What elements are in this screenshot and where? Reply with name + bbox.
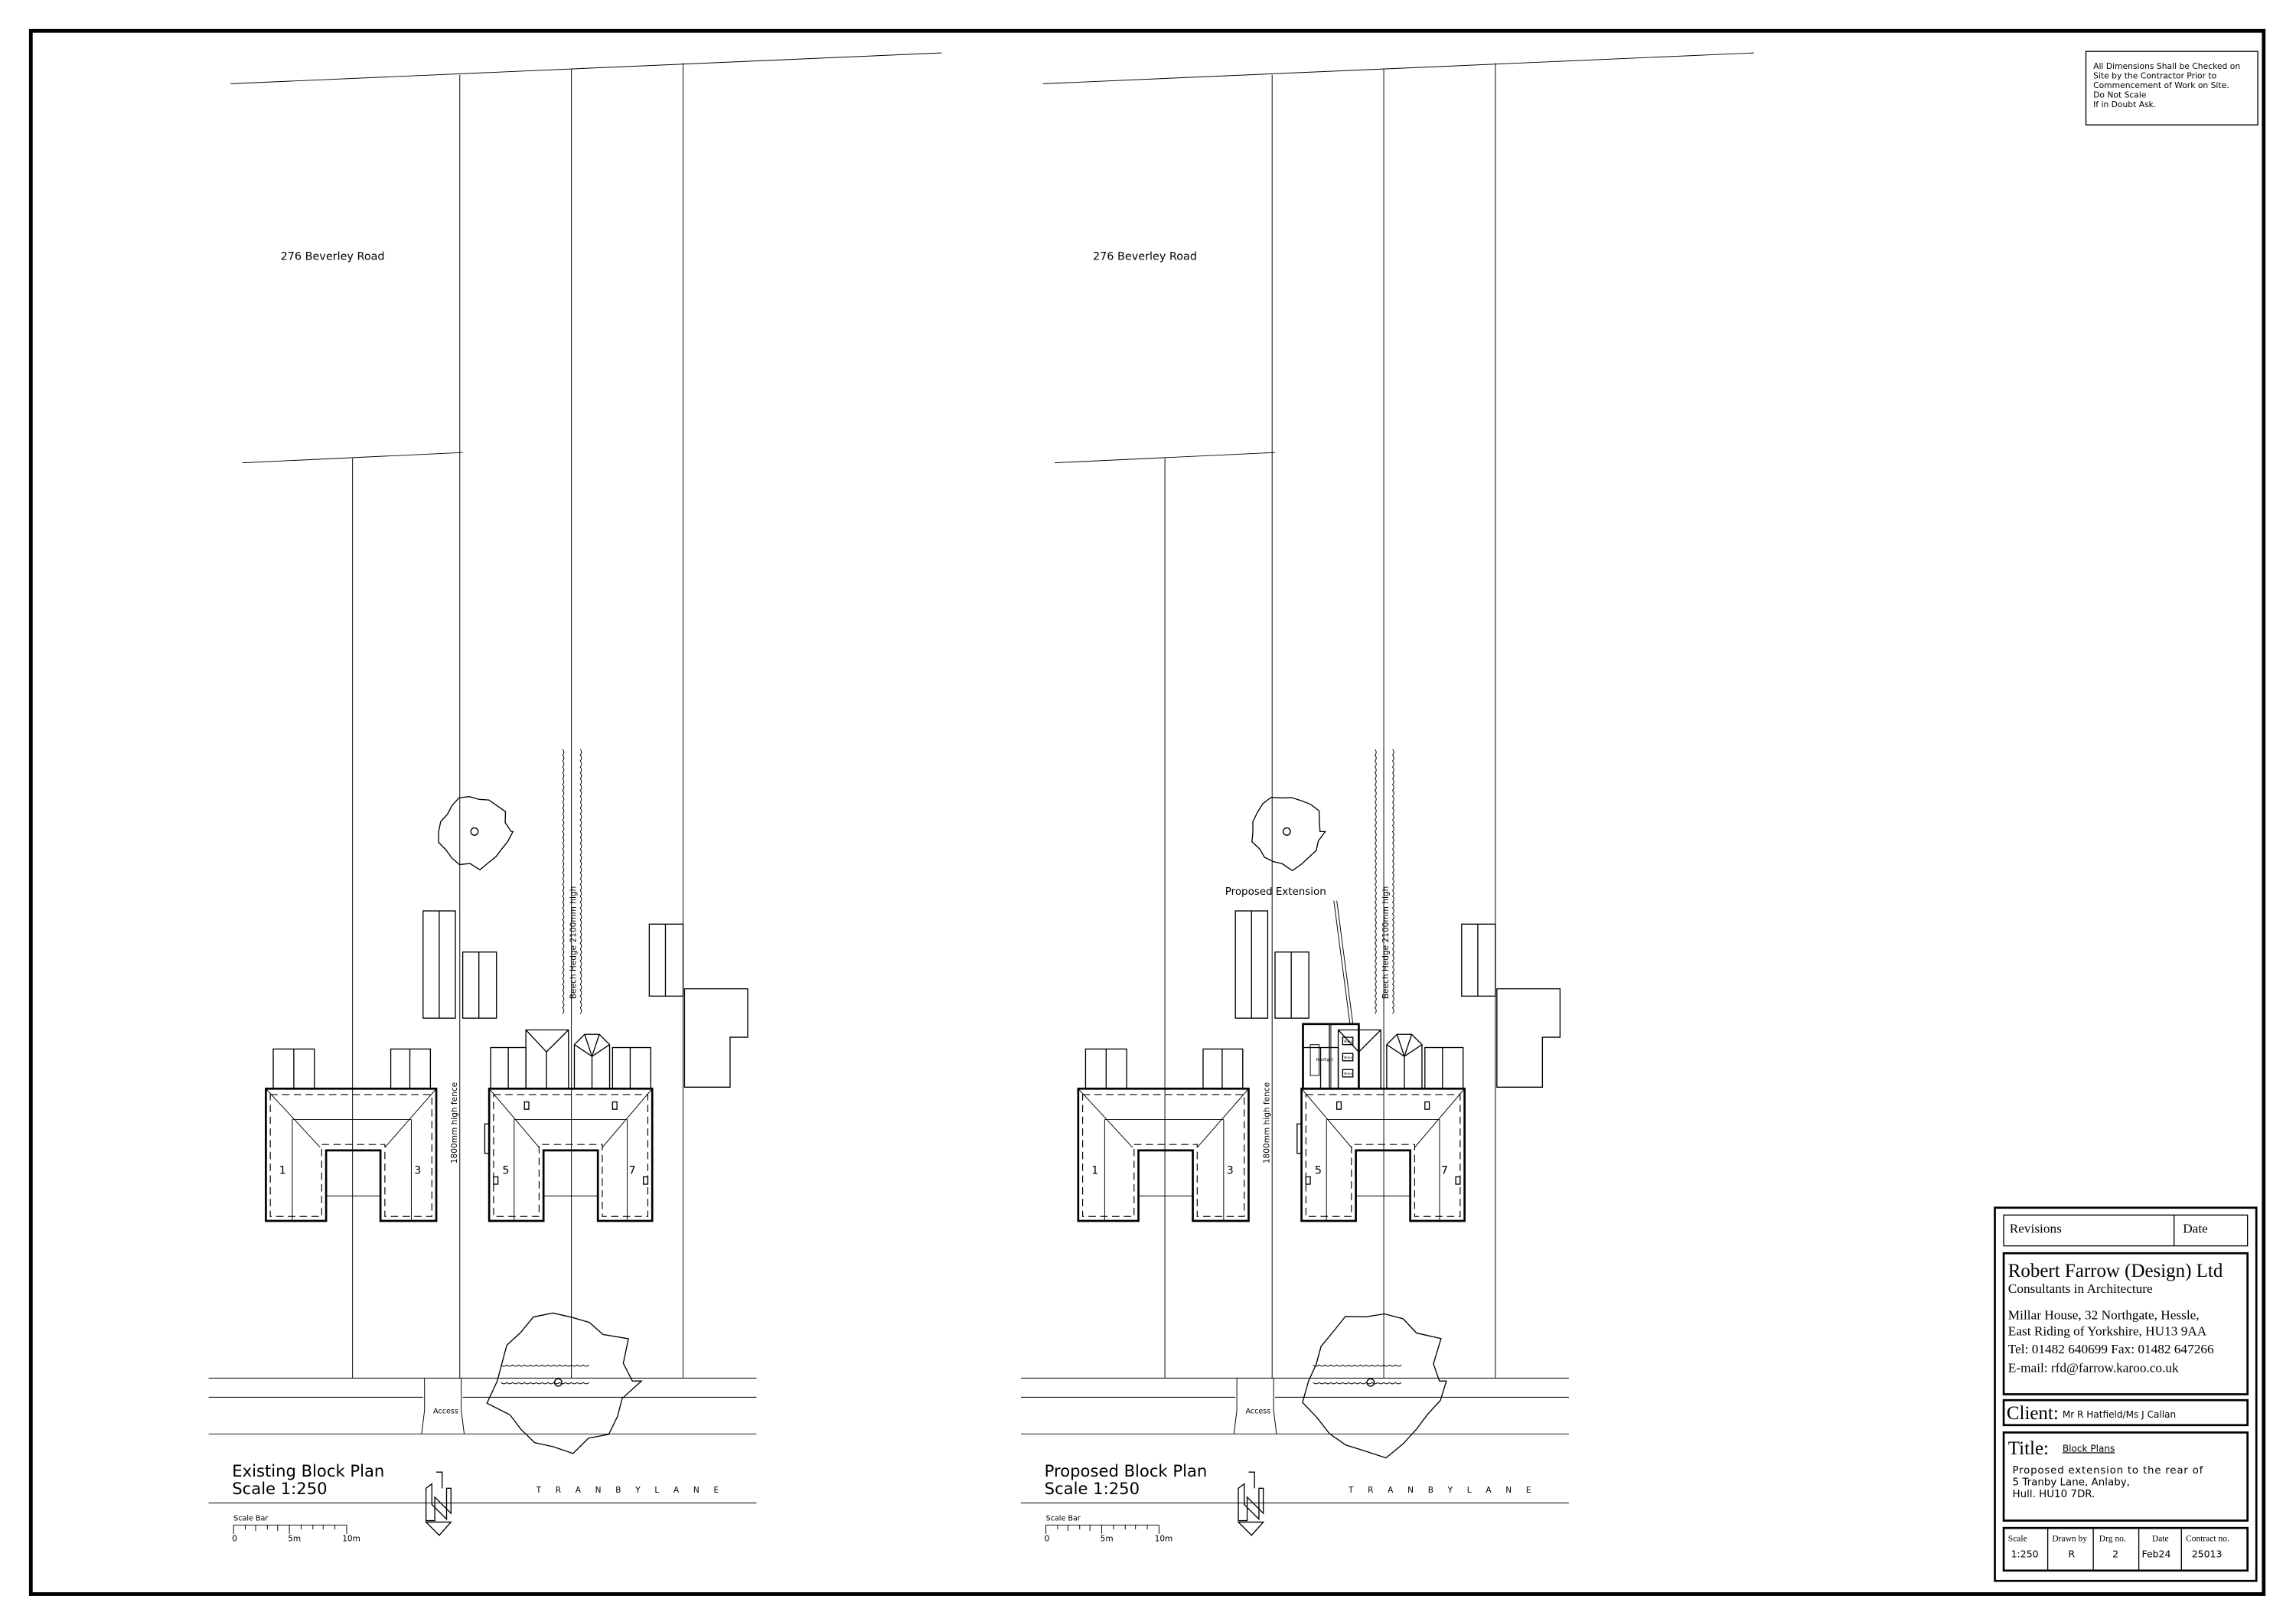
front-hedge bbox=[501, 1364, 589, 1385]
house-number: 5 bbox=[1315, 1165, 1322, 1177]
firm-address: Millar House, 32 Northgate, Hessle, bbox=[2008, 1308, 2200, 1323]
scale-tick-label: 10m bbox=[342, 1534, 360, 1543]
neighbour-label: 276 Beverley Road bbox=[281, 251, 385, 263]
house-number: 1 bbox=[1091, 1165, 1098, 1177]
scale-tick-label: 5m bbox=[1101, 1534, 1114, 1543]
road-name: T R A N B Y L A N E bbox=[1348, 1486, 1537, 1495]
house-number: 5 bbox=[502, 1165, 509, 1177]
table-value: 25013 bbox=[2192, 1549, 2223, 1560]
plan-title: Proposed Block Plan bbox=[1045, 1461, 1208, 1480]
firm-phone: Tel: 01482 640699 Fax: 01482 647266 bbox=[2008, 1342, 2214, 1356]
scale-tick-label: 0 bbox=[232, 1534, 237, 1543]
description-line: Proposed extension to the rear of bbox=[2013, 1465, 2204, 1477]
scale-tick-label: 5m bbox=[288, 1534, 301, 1543]
plan-scale: Scale 1:250 bbox=[232, 1479, 327, 1498]
rear-boundary-line bbox=[230, 52, 942, 84]
revisions-header: Revisions bbox=[2010, 1221, 2062, 1235]
proposed-block-plan: 276 Beverley Road Beech Hedge 2100mm hig… bbox=[1020, 52, 1754, 1544]
table-label: Contract no. bbox=[2186, 1534, 2229, 1543]
description-line: Hull. HU10 7DR. bbox=[2013, 1489, 2095, 1500]
beech-hedge: Beech Hedge 2100mm high bbox=[562, 749, 582, 1014]
tree-symbol bbox=[438, 796, 514, 871]
house-number: 3 bbox=[414, 1165, 421, 1177]
table-label: Drg no. bbox=[2099, 1534, 2126, 1543]
description-line: 5 Tranby Lane, Anlaby, bbox=[2013, 1477, 2130, 1488]
table-label: Scale bbox=[2008, 1534, 2027, 1543]
velux-label: Velux bbox=[1343, 1072, 1352, 1075]
rooflight-label: Rooflight bbox=[1316, 1058, 1333, 1062]
road: Access bbox=[208, 1377, 757, 1504]
scale-tick-label: 0 bbox=[1045, 1534, 1050, 1543]
velux-label: Velux bbox=[1343, 1039, 1352, 1043]
note-line: Site by the Contractor Prior to bbox=[2093, 71, 2216, 81]
velux-label: Velux bbox=[1343, 1056, 1352, 1059]
drawing-title: Block Plans bbox=[2063, 1443, 2115, 1454]
firm-tagline: Consultants in Architecture bbox=[2008, 1281, 2153, 1296]
house-number: 7 bbox=[628, 1165, 635, 1177]
plan-scale: Scale 1:250 bbox=[1045, 1479, 1140, 1498]
access-label: Access bbox=[1245, 1407, 1270, 1415]
access-label: Access bbox=[433, 1407, 458, 1415]
table-label: Drawn by bbox=[2052, 1534, 2087, 1543]
notes-box: All Dimensions Shall be Checked on Site … bbox=[2085, 51, 2258, 126]
table-value: 1:250 bbox=[2011, 1549, 2039, 1560]
revision-date-header: Date bbox=[2183, 1221, 2208, 1235]
beech-hedge: Beech Hedge 2100mm high bbox=[1374, 749, 1394, 1014]
plan-title: Existing Block Plan bbox=[232, 1461, 384, 1480]
fence-label: 1800mm high fence bbox=[1262, 1082, 1271, 1163]
note-line: Do Not Scale bbox=[2093, 90, 2147, 100]
firm-email: E-mail: rfd@farrow.karoo.co.uk bbox=[2008, 1361, 2179, 1376]
proposed-extension: Rooflight Velux Velux Velux Proposed Ext… bbox=[1225, 886, 1360, 1090]
boundary-line bbox=[242, 452, 463, 464]
north-arrow-icon bbox=[1237, 1471, 1265, 1536]
houses-5-7 bbox=[484, 1029, 654, 1222]
table-value: R bbox=[2068, 1549, 2075, 1560]
scale-bar: Scale Bar 0 5m 10m bbox=[232, 1515, 360, 1544]
scale-bar-label: Scale Bar bbox=[1046, 1515, 1081, 1523]
note-line: If in Doubt Ask. bbox=[2093, 100, 2156, 109]
houses-1-3 bbox=[1077, 1048, 1250, 1222]
scale-tick-label: 10m bbox=[1155, 1534, 1173, 1543]
sheet-border bbox=[28, 28, 2266, 1596]
note-line: All Dimensions Shall be Checked on bbox=[2093, 61, 2240, 71]
firm-address: East Riding of Yorkshire, HU13 9AA bbox=[2008, 1324, 2207, 1339]
neighbour-label: 276 Beverley Road bbox=[1093, 251, 1197, 263]
rooflight-icon bbox=[1309, 1044, 1320, 1076]
north-arrow-icon bbox=[425, 1471, 452, 1536]
client-label: Client: bbox=[2007, 1403, 2059, 1424]
table-value: 2 bbox=[2112, 1549, 2118, 1560]
front-hedge bbox=[1313, 1364, 1402, 1385]
tree-symbol bbox=[1251, 796, 1327, 872]
outbuildings bbox=[422, 910, 748, 1088]
existing-block-plan: 276 Beverley Road Beech Hedge 2100mm hig… bbox=[208, 52, 942, 1544]
house-number: 1 bbox=[279, 1165, 286, 1177]
house-number: 7 bbox=[1441, 1165, 1448, 1177]
outbuildings bbox=[1234, 910, 1561, 1088]
rear-boundary-line bbox=[1042, 52, 1754, 84]
house-number: 3 bbox=[1227, 1165, 1234, 1177]
extension-label: Proposed Extension bbox=[1225, 886, 1326, 898]
table-value: Feb24 bbox=[2141, 1549, 2170, 1560]
fence-label: 1800mm high fence bbox=[450, 1082, 459, 1163]
table-label: Date bbox=[2152, 1534, 2169, 1543]
title-block: Revisions Date Robert Farrow (Design) Lt… bbox=[1994, 1206, 2258, 1582]
velux-windows: Velux Velux Velux bbox=[1342, 1036, 1354, 1078]
large-tree-symbol bbox=[1302, 1313, 1447, 1459]
hedge-label: Beech Hedge 2100mm high bbox=[569, 886, 578, 999]
large-tree-symbol bbox=[486, 1312, 643, 1454]
hedge-label: Beech Hedge 2100mm high bbox=[1381, 886, 1391, 999]
road-name: T R A N B Y L A N E bbox=[536, 1486, 725, 1495]
road: Access bbox=[1020, 1377, 1569, 1504]
scale-bar: Scale Bar 0 5m 10m bbox=[1045, 1515, 1173, 1544]
note-line: Commencement of Work on Site. bbox=[2093, 80, 2229, 90]
scale-bar-label: Scale Bar bbox=[233, 1515, 268, 1523]
title-label: Title: bbox=[2008, 1438, 2049, 1459]
boundary-line bbox=[1055, 452, 1276, 464]
houses-1-3 bbox=[265, 1048, 438, 1222]
client-name: Mr R Hatfield/Ms J Callan bbox=[2063, 1409, 2176, 1420]
firm-name: Robert Farrow (Design) Ltd bbox=[2008, 1261, 2223, 1281]
